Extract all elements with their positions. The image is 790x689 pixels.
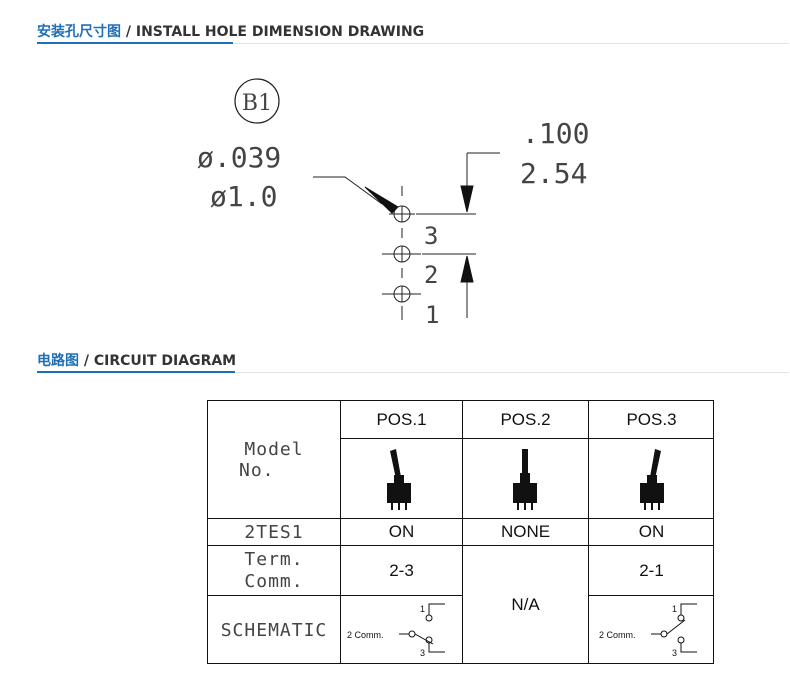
section-title-en: CIRCUIT DIAGRAM [93,353,237,369]
diameter-leader [313,176,383,205]
grid-line [588,595,714,596]
pos-3-header: POS.3 [626,409,677,429]
pitch-inch: .100 [522,117,589,150]
term-label-line1: Term. [244,548,304,570]
divider [37,43,789,44]
pos-3-state: ON [638,522,665,541]
pos-3-term: 2-1 [639,560,664,580]
part-number: 2TES1 [244,521,304,543]
divider-accent [37,371,235,373]
pitch-mm: 2.54 [520,157,587,190]
schematic-pin-1: 1 [420,604,425,614]
section-title-cn: 电路图 [37,353,79,369]
model-label-line1: Model [244,438,304,460]
schematic-pin-3: 3 [672,648,677,658]
grid-line [588,401,589,664]
hole-label-1: 1 [425,301,439,329]
toggle-switch-pos2-icon [513,449,537,510]
section-header-install: 安装孔尺寸图 / INSTALL HOLE DIMENSION DRAWING [37,21,789,44]
term-label-line2: Comm. [244,570,304,592]
grid-line [340,401,341,664]
schematic-pin-2: 2 Comm. [599,630,636,640]
section-title-en: INSTALL HOLE DIMENSION DRAWING [135,24,425,40]
toggle-switch-pos3-icon [640,449,664,510]
pos-2-header: POS.2 [500,409,551,429]
pos-1-header: POS.1 [376,409,427,429]
grid-line [208,545,714,546]
pos-1-term: 2-3 [389,560,414,580]
grid-line [208,595,340,596]
section-title-cn: 安装孔尺寸图 [37,24,121,40]
badge-label: B1 [242,91,272,116]
schematic-pin-3: 3 [420,648,425,658]
badge-circle [234,78,280,124]
diameter-arrow [364,186,399,214]
model-label-line2: No. [239,459,275,481]
grid-line [340,595,462,596]
schematic-pin-2: 2 Comm. [347,630,384,640]
model-label: Model No. [208,401,340,518]
toggle-switch-pos1-icon [387,449,411,510]
schematic-pin-1: 1 [672,604,677,614]
diameter-inch: ø.039 [197,141,281,174]
pos-2-state: NONE [500,522,551,541]
divider-accent [37,42,233,44]
section-header-circuit: 电路图 / CIRCUIT DIAGRAM [37,350,789,373]
term-comm-label: Term. Comm. [208,546,340,595]
hole-label-3: 3 [424,222,438,250]
grid-line [208,518,714,519]
grid-line [340,438,714,439]
dim-arrow-bottom [460,255,474,283]
pos-1-state: ON [388,522,415,541]
hole-dimension-drawing: B1 ø.039 ø1.0 .100 2.54 3 2 1 [197,78,589,329]
schematic-pos3: 1 2 Comm. 3 [599,603,697,658]
schematic-pos1: 1 2 Comm. 3 [347,603,445,658]
diameter-mm: ø1.0 [210,180,277,213]
hole-label-2: 2 [424,261,438,289]
schematic-label: SCHEMATIC [220,619,328,641]
section-separator: / [121,24,136,40]
circuit-table: Model No. POS.1 POS.2 POS.3 2TES1 ON NON… [207,400,714,664]
divider [37,372,789,373]
section-separator: / [79,353,94,369]
pos-2-term: N/A [511,595,540,614]
grid-line [462,401,463,664]
dim-arrow-top [460,185,474,213]
